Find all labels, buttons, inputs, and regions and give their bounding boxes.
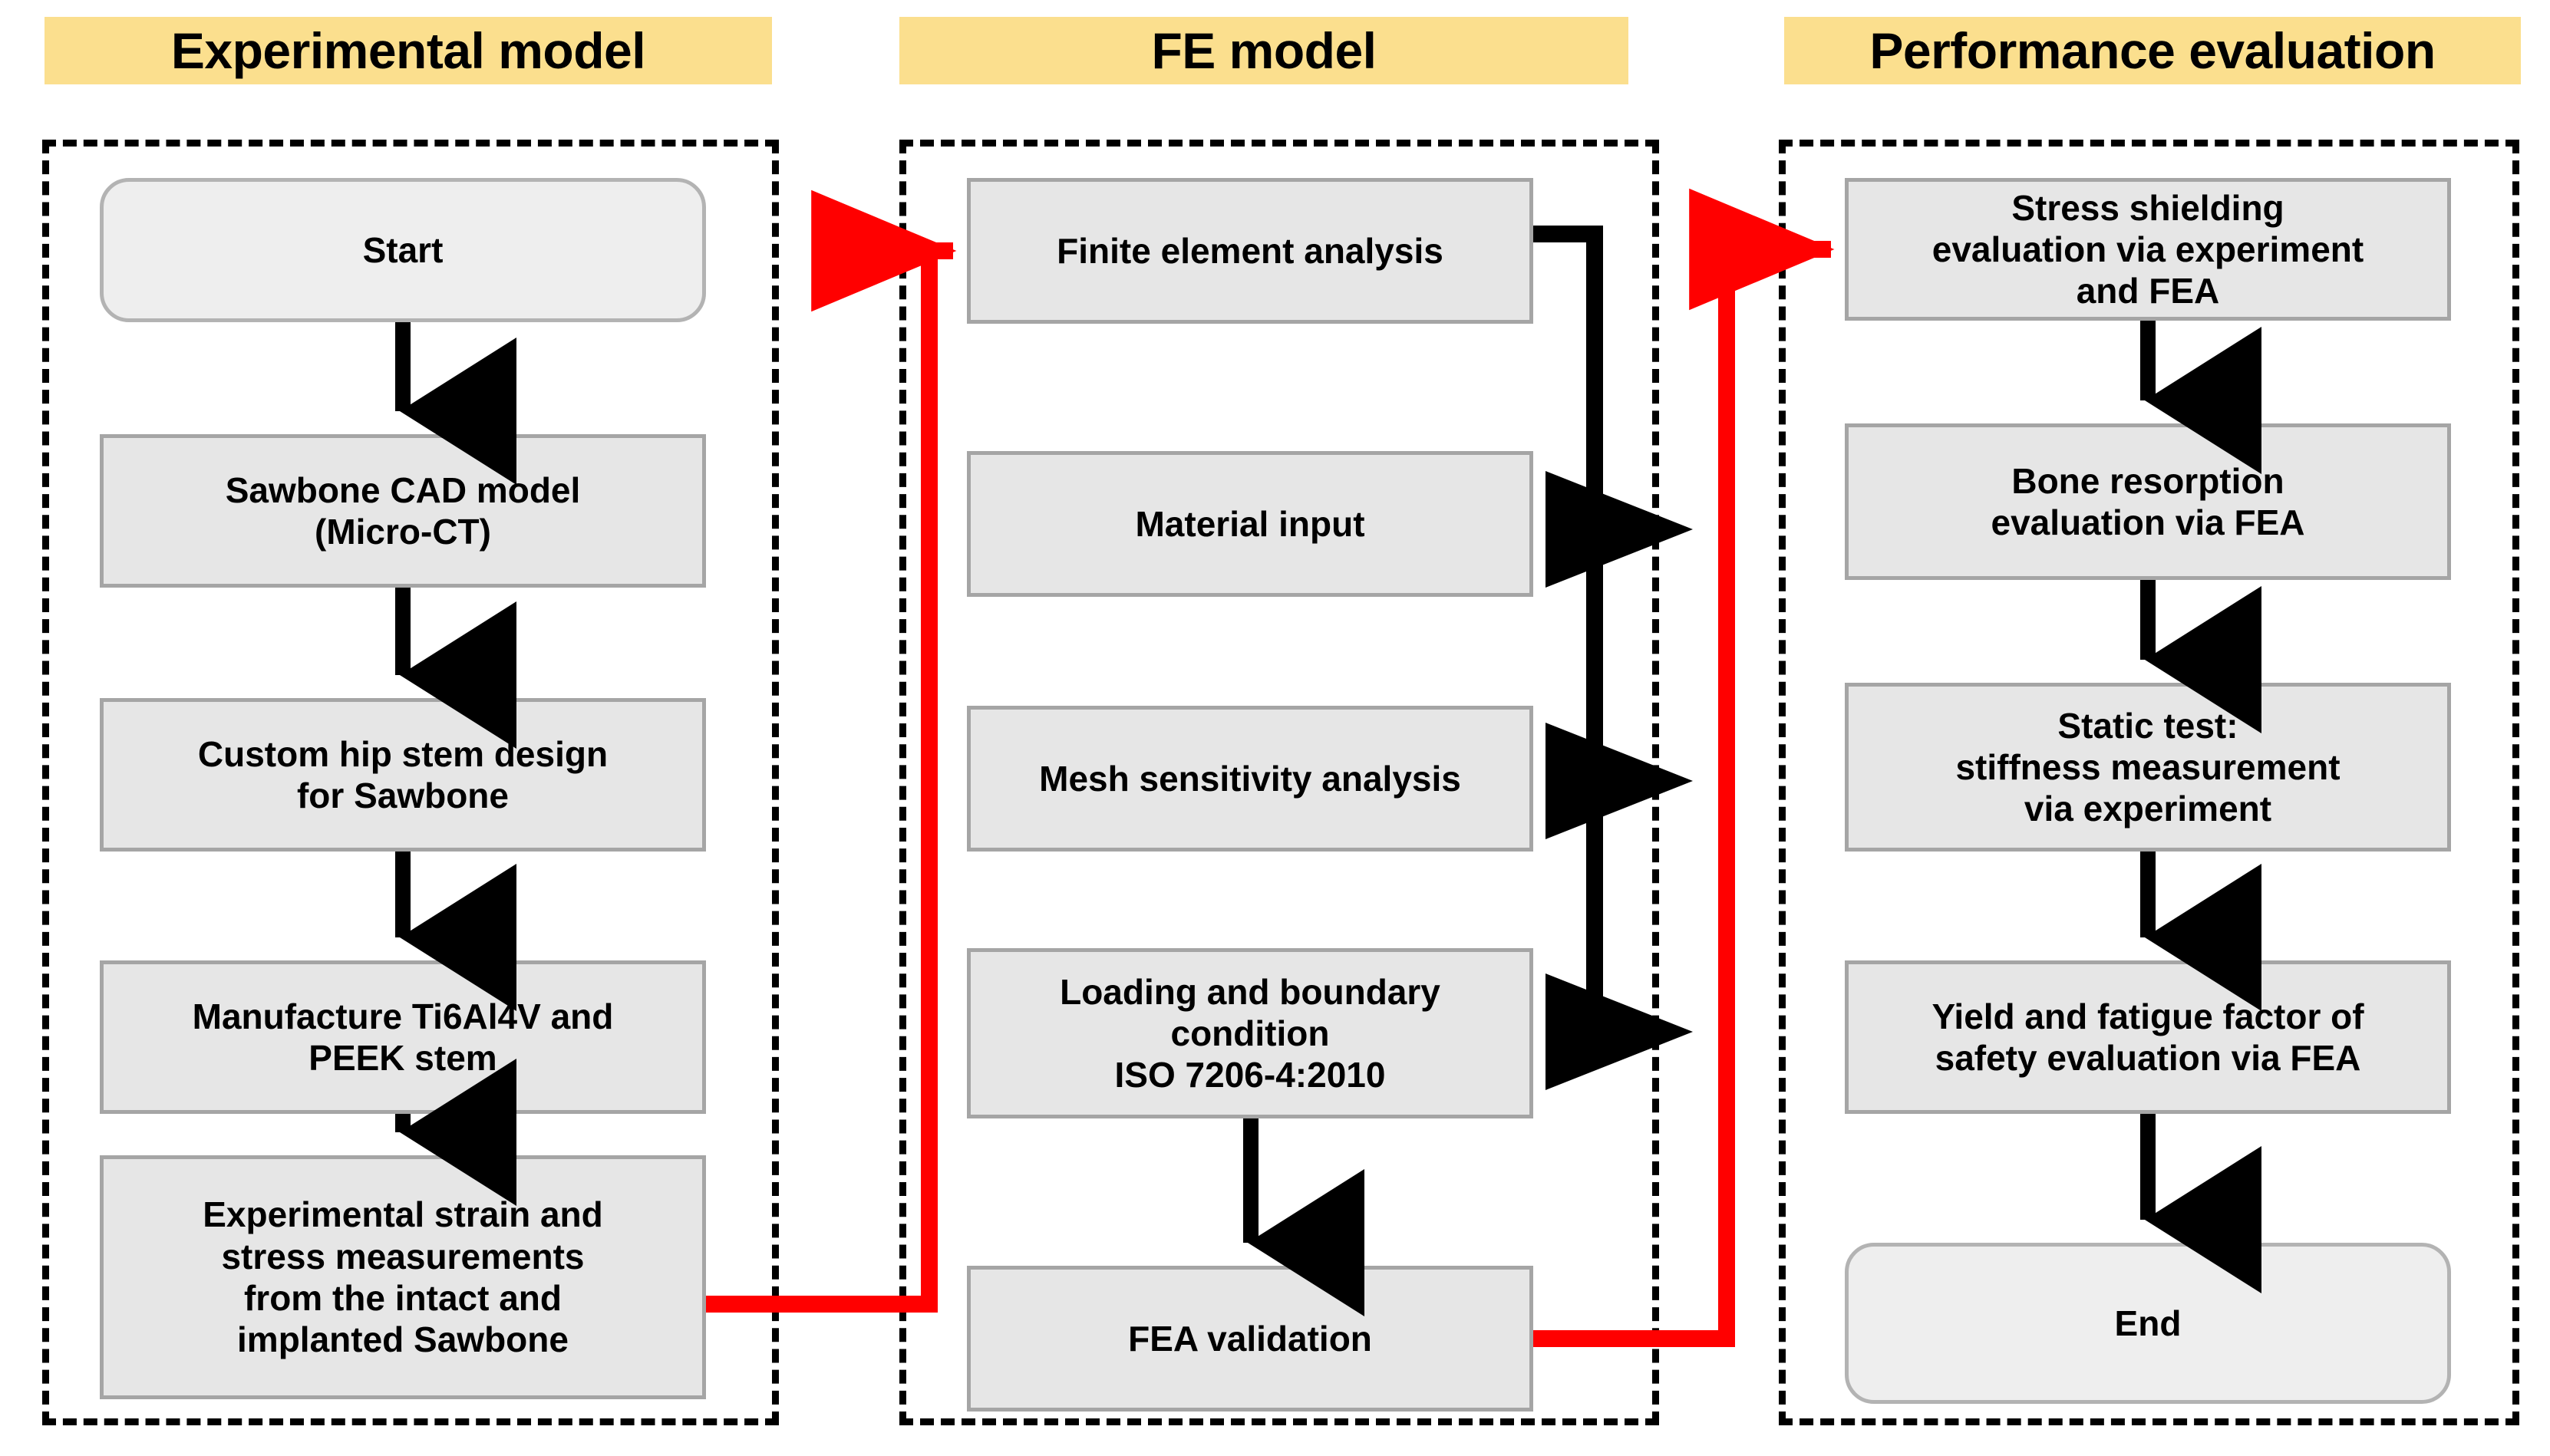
node-start[interactable]: Start [100,178,706,322]
node-sawbone-cad-model[interactable]: Sawbone CAD model (Micro-CT) [100,434,706,588]
lane-title-experimental-model: Experimental model [45,17,772,84]
node-mesh-sensitivity-analysis[interactable]: Mesh sensitivity analysis [967,706,1533,852]
lane-title-fe-model: FE model [899,17,1628,84]
lane-title-performance-evaluation: Performance evaluation [1784,17,2521,84]
node-bone-resorption-evaluation[interactable]: Bone resorption evaluation via FEA [1845,423,2451,580]
node-loading-boundary-condition[interactable]: Loading and boundary condition ISO 7206-… [967,948,1533,1118]
node-manufacture-stem[interactable]: Manufacture Ti6Al4V and PEEK stem [100,960,706,1114]
node-custom-hip-stem-design[interactable]: Custom hip stem design for Sawbone [100,698,706,852]
node-end[interactable]: End [1845,1243,2451,1404]
node-stress-shielding-evaluation[interactable]: Stress shielding evaluation via experime… [1845,178,2451,321]
node-material-input[interactable]: Material input [967,451,1533,597]
node-finite-element-analysis[interactable]: Finite element analysis [967,178,1533,324]
node-fea-validation[interactable]: FEA validation [967,1266,1533,1412]
node-experimental-measurements[interactable]: Experimental strain and stress measureme… [100,1155,706,1399]
node-yield-fatigue-factor-of-safety[interactable]: Yield and fatigue factor of safety evalu… [1845,960,2451,1114]
node-static-test-stiffness[interactable]: Static test: stiffness measurement via e… [1845,683,2451,852]
